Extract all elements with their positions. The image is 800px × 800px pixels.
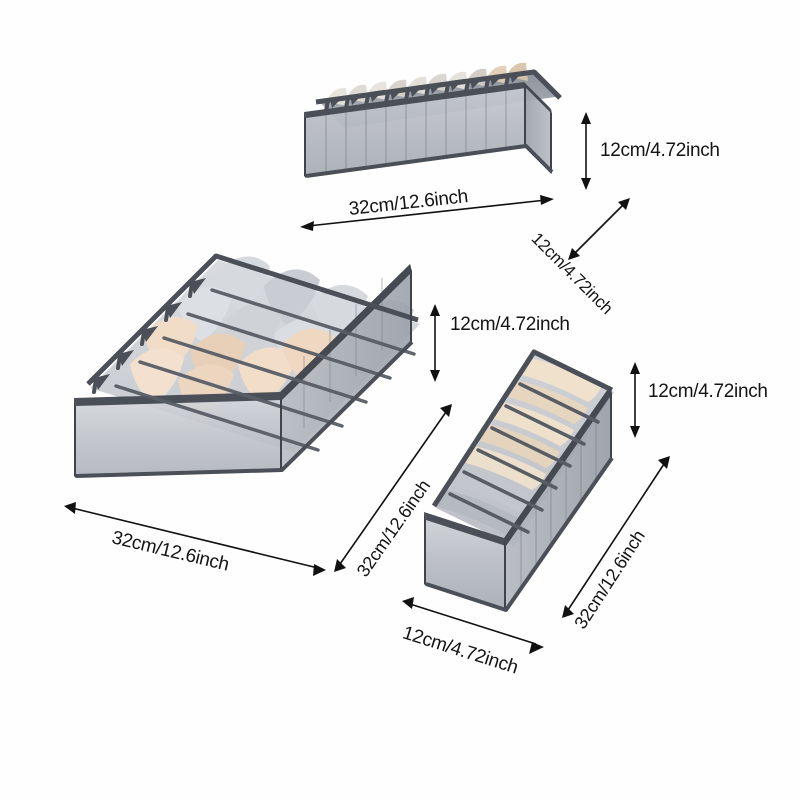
right-organizer-dividers xyxy=(520,415,597,588)
top-organizer xyxy=(300,58,570,208)
right-organizer-contents xyxy=(434,358,602,534)
top-height-label: 12cm/4.72inch xyxy=(600,140,720,161)
top-organizer-dividers xyxy=(325,86,507,174)
middle-organizer-front-panel xyxy=(76,398,282,476)
right-organizer-side-panel xyxy=(506,392,612,610)
right-organizer-frame xyxy=(424,349,614,612)
right-organizer xyxy=(418,348,633,613)
right-organizer-front-panel xyxy=(426,518,506,610)
middle-organizer-side-panel xyxy=(282,270,412,470)
top-organizer-frame xyxy=(304,69,562,178)
middle-organizer-frame xyxy=(74,253,419,478)
middle-organizer-row-dividers xyxy=(303,278,383,428)
middle-organizer xyxy=(68,238,428,528)
middle-height-label: 12cm/4.72inch xyxy=(450,314,570,335)
right-height-label: 12cm/4.72inch xyxy=(648,381,768,402)
